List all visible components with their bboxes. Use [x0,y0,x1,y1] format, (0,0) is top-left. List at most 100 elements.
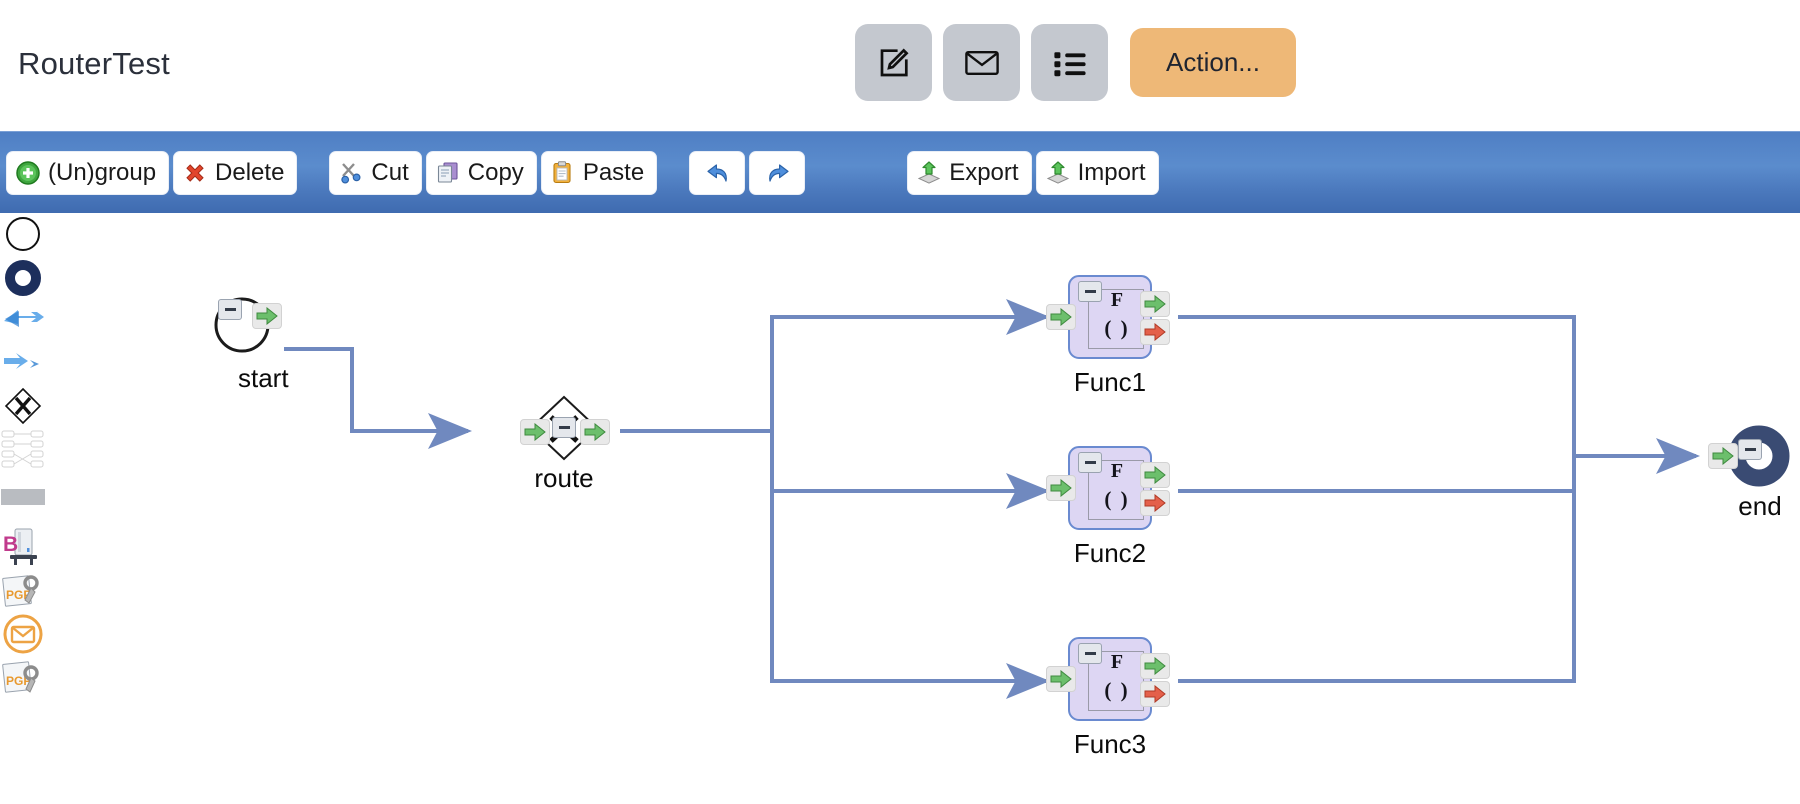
undo-button[interactable] [689,150,746,195]
route-input-port[interactable] [520,419,550,445]
copy-pages-icon [435,160,461,186]
copy-label: Copy [467,158,524,186]
header-action-bar: Action... [855,24,1296,101]
node-start-label: start [238,363,289,393]
fork-arrows-icon [2,302,44,345]
func3-f-glyph: F [1110,651,1124,673]
export-button[interactable]: Export [907,150,1032,195]
green-import-icon [1045,160,1071,186]
redo-arrow-icon [764,160,790,186]
node-end[interactable]: end [1698,425,1798,521]
palette-join-node[interactable] [0,343,46,389]
green-arrow-icon [1050,670,1072,688]
func3-output-port[interactable] [1140,653,1170,679]
cut-button[interactable]: Cut [329,150,422,195]
edge-func3-merge [1178,456,1576,683]
route-collapse-toggle[interactable] [552,417,576,438]
start-collapse-toggle[interactable] [218,299,242,320]
green-arrow-icon [524,423,546,441]
filled-ring-icon [4,259,42,302]
func2-collapse-toggle[interactable] [1078,452,1102,473]
envelope-icon [964,48,1000,78]
network-graph-icon [1,428,45,475]
svg-text:PGP: PGP [6,588,31,602]
paste-button[interactable]: Paste [540,150,658,195]
node-func1-label: Func1 [1073,367,1147,397]
svg-text:B: B [3,533,18,556]
edge-start-route [284,347,472,449]
start-output-port[interactable] [252,303,282,329]
func1-collapse-toggle[interactable] [1078,281,1102,302]
node-func1[interactable]: F ( ) Func1 [1046,275,1178,397]
green-export-icon [916,160,942,186]
toolbar-group-clipboard: Cut Copy [327,150,659,195]
clipboard-icon [550,160,576,186]
func1-f-glyph: F [1110,289,1124,311]
red-arrow-icon [1144,685,1166,703]
flow-canvas[interactable]: start route [46,213,1800,804]
palette-fork-node[interactable] [0,300,46,346]
node-func3[interactable]: F ( ) Func3 [1046,637,1178,759]
func1-body: F ( ) [1068,275,1152,359]
func1-input-port[interactable] [1046,304,1076,330]
green-arrow-icon [1712,447,1734,465]
node-func3-label: Func3 [1073,729,1147,759]
func2-inner-frame: F ( ) [1088,460,1144,520]
import-label: Import [1077,158,1146,186]
node-route-label: route [534,463,594,493]
redo-button[interactable] [749,150,806,195]
route-output-port[interactable] [580,419,610,445]
edit-icon [876,45,912,81]
import-button[interactable]: Import [1035,150,1159,195]
red-arrow-icon [1144,494,1166,512]
palette-mail-node[interactable] [0,613,46,659]
delete-label: Delete [215,158,285,186]
func2-error-port[interactable] [1140,490,1170,516]
node-start[interactable]: start [210,297,290,393]
palette-start-node[interactable] [0,213,46,259]
cut-label: Cut [371,158,409,186]
x-diamond-icon [3,386,43,431]
func2-body: F ( ) [1068,446,1152,530]
red-x-icon [182,160,208,186]
palette-pgp-key-node[interactable]: PGP [0,570,46,616]
node-route[interactable]: route [508,395,620,493]
func1-error-port[interactable] [1140,319,1170,345]
palette-bar-node[interactable] [0,476,46,522]
editor-toolbar: (Un)group Delete [0,131,1800,213]
mail-button[interactable] [943,24,1020,101]
green-arrow-icon [1050,479,1072,497]
end-collapse-toggle[interactable] [1738,439,1762,460]
palette-pgp-sign-node[interactable]: PGP [0,656,46,702]
func2-input-port[interactable] [1046,475,1076,501]
green-arrow-icon [1144,466,1166,484]
func1-output-port[interactable] [1140,291,1170,317]
edge-route-func2 [770,431,1050,509]
palette-network-node[interactable] [0,428,46,474]
edge-func1-merge [1178,315,1576,456]
node-func2[interactable]: F ( ) Func2 [1046,446,1178,568]
list-button[interactable] [1031,24,1108,101]
action-button[interactable]: Action... [1130,28,1296,97]
func3-collapse-toggle[interactable] [1078,643,1102,664]
func3-input-port[interactable] [1046,666,1076,692]
node-palette: B PGP [0,213,46,804]
delete-button[interactable]: Delete [173,150,298,195]
pgp-sign-icon: PGP [1,655,45,704]
func2-output-port[interactable] [1140,462,1170,488]
palette-server-node[interactable]: B [0,527,46,573]
join-arrows-icon [2,345,44,388]
green-arrow-icon [1144,295,1166,313]
palette-end-node[interactable] [0,257,46,303]
ungroup-button[interactable]: (Un)group [6,150,170,195]
end-input-port[interactable] [1708,443,1738,469]
func1-paren-glyph: ( ) [1104,316,1130,340]
copy-button[interactable]: Copy [425,150,537,195]
edit-button[interactable] [855,24,932,101]
ungroup-label: (Un)group [48,158,157,186]
edge-route-func3 [770,431,1050,699]
func3-error-port[interactable] [1140,681,1170,707]
palette-router-node[interactable] [0,385,46,431]
node-func2-label: Func2 [1073,538,1147,568]
